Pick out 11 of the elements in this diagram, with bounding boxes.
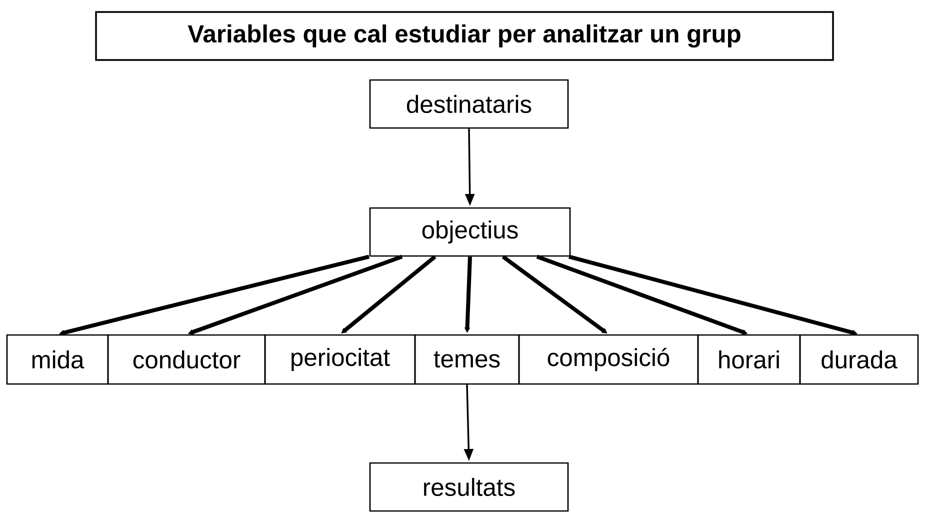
title-box: Variables que cal estudiar per analitzar un grup: [95, 11, 834, 61]
table-cell: mida: [6, 334, 109, 385]
process-box: objectius: [369, 207, 571, 257]
table-cell: periocitat: [264, 334, 416, 385]
table-cell: conductor: [107, 334, 266, 385]
process-box: resultats: [369, 462, 569, 512]
table-cell: composició: [518, 334, 699, 385]
table-cell: durada: [799, 334, 919, 385]
table-cell: horari: [697, 334, 801, 385]
process-box: destinataris: [369, 79, 569, 129]
table-cell: temes: [414, 334, 520, 385]
